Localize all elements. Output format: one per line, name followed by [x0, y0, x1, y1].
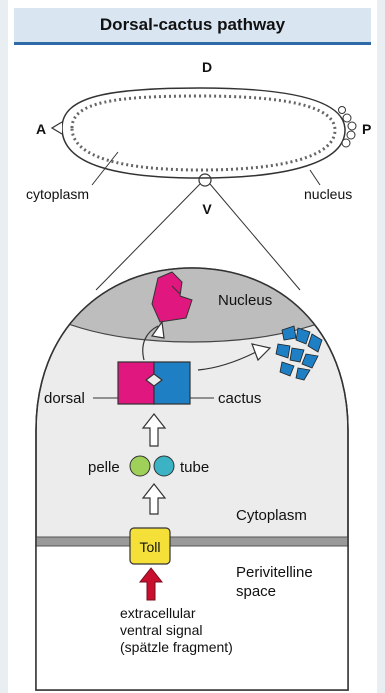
axis-label-p: P	[362, 121, 371, 137]
nucleus-label: Nucleus	[218, 292, 272, 309]
signal-label-1: extracellular	[120, 605, 196, 621]
embryo-cytoplasm-label: cytoplasm	[26, 186, 89, 202]
toll-label: Toll	[139, 539, 160, 555]
axis-label-a: A	[36, 121, 46, 137]
plasma-membrane	[20, 537, 370, 546]
tube-protein	[154, 456, 174, 476]
signal-label-2: ventral signal	[120, 622, 203, 638]
cytoplasm-label: Cytoplasm	[236, 507, 307, 524]
pelle-label: pelle	[88, 459, 120, 476]
embryo: D V A P cytoplasm nucleus	[26, 59, 371, 217]
cell: Nucleus Cytoplasm Perivitelline space do…	[20, 260, 370, 693]
axis-label-d: D	[202, 59, 212, 75]
embryo-pole-bump	[52, 122, 62, 134]
dorsal-label: dorsal	[44, 390, 85, 407]
cactus-label: cactus	[218, 390, 261, 407]
dorsal-protein	[118, 362, 154, 404]
pelle-protein	[130, 456, 150, 476]
embryo-nucleus-label: nucleus	[304, 186, 352, 202]
perivitelline-label-2: space	[236, 583, 276, 600]
tube-label: tube	[180, 459, 209, 476]
nucleus-leader	[310, 170, 320, 185]
axis-label-v: V	[202, 201, 212, 217]
signal-label-3: (spätzle fragment)	[120, 639, 233, 655]
cactus-protein	[154, 362, 190, 404]
perivitelline-label-1: Perivitelline	[236, 564, 313, 581]
